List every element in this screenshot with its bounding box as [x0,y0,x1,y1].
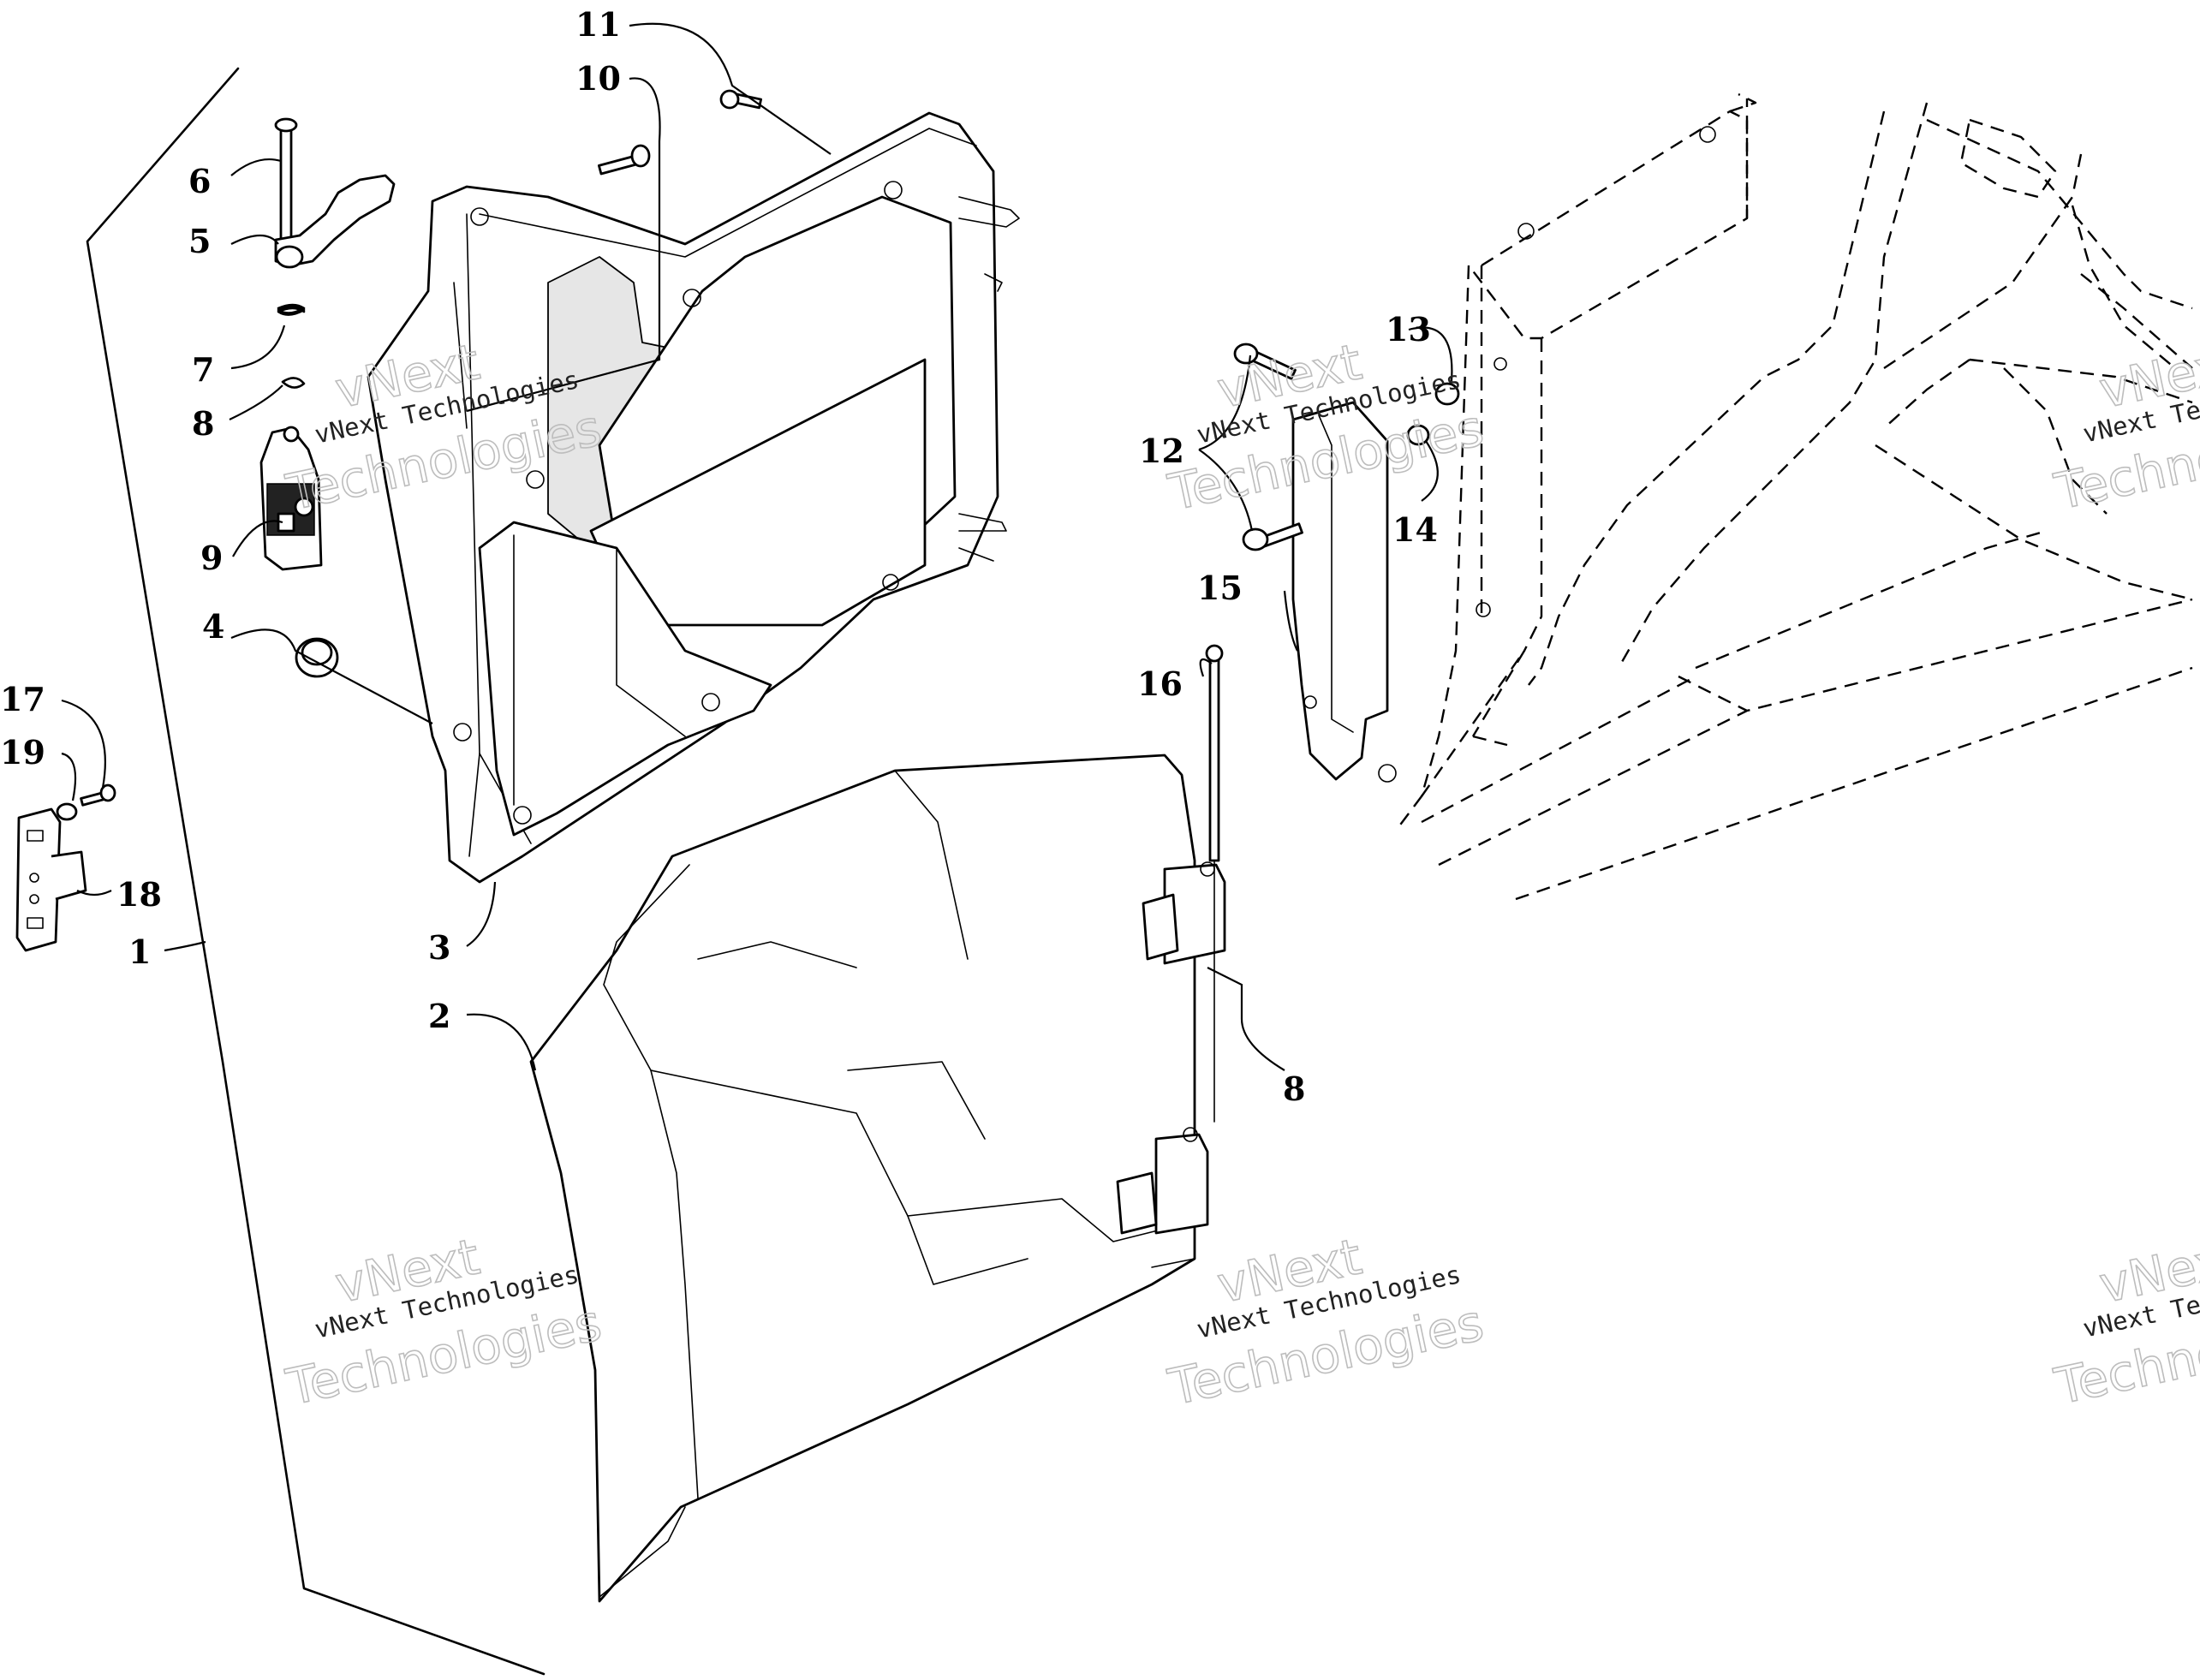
watermark-top-right: vNext vNext Technologies Technologies [2048,331,2200,521]
callout-14: 14 [1392,510,1438,549]
callout-3: 3 [428,928,450,967]
part-13-nut [1434,382,1460,406]
callout-13: 13 [1386,310,1431,349]
callout-8-top: 8 [192,404,214,443]
callout-2: 2 [428,997,450,1035]
callout-8-bottom: 8 [1283,1069,1305,1108]
callout-labels: 1 2 3 4 5 6 7 8 8 9 10 11 12 13 14 15 16… [0,5,1438,1108]
callout-5: 5 [188,222,211,260]
watermark-bottom-right: vNext vNext Technologies Technologies [2048,1226,2200,1416]
callout-18: 18 [116,875,162,914]
part-1-door-outline [86,67,546,1676]
part-2-outer-panel [529,754,1226,1603]
part-16-hinge-pin [1205,644,1224,1123]
part-17-screw [80,783,116,807]
part-8-eclip-a [281,377,306,389]
part-18-strike-plate [15,807,87,952]
part-15-hinge-bracket [1291,401,1389,781]
callout-4: 4 [202,607,224,646]
callout-12: 12 [1139,432,1184,470]
callout-1: 1 [128,932,151,971]
watermark-bottom-left: vNext vNext Technologies Technologies [281,1226,607,1417]
callout-11: 11 [575,5,621,44]
part-14-nut [1406,424,1430,446]
part-11-screw [719,89,763,110]
vehicle-body-dashed [1378,92,2193,901]
part-3-inner-panel [367,111,1020,884]
part-19-washer [56,802,78,821]
part-7-spring [277,303,306,316]
part-9-latch [259,426,323,571]
callout-7: 7 [192,350,214,389]
callout-19: 19 [0,733,45,771]
part-12-bolts [1233,343,1303,551]
part-10-screw [597,144,651,176]
watermark-bottom-middle: vNext vNext Technologies Technologies [1163,1226,1489,1417]
part-6-pin [274,117,298,257]
callout-17: 17 [0,680,45,718]
callout-15: 15 [1197,569,1243,607]
callout-6: 6 [188,162,211,200]
callout-10: 10 [575,59,621,98]
part-5-handle-lever [274,174,396,269]
callout-16: 16 [1137,664,1183,703]
callout-9: 9 [200,539,223,577]
watermark-top-middle: vNext vNext Technologies Technologies [1163,331,1489,522]
leader-lines [61,22,1453,1071]
